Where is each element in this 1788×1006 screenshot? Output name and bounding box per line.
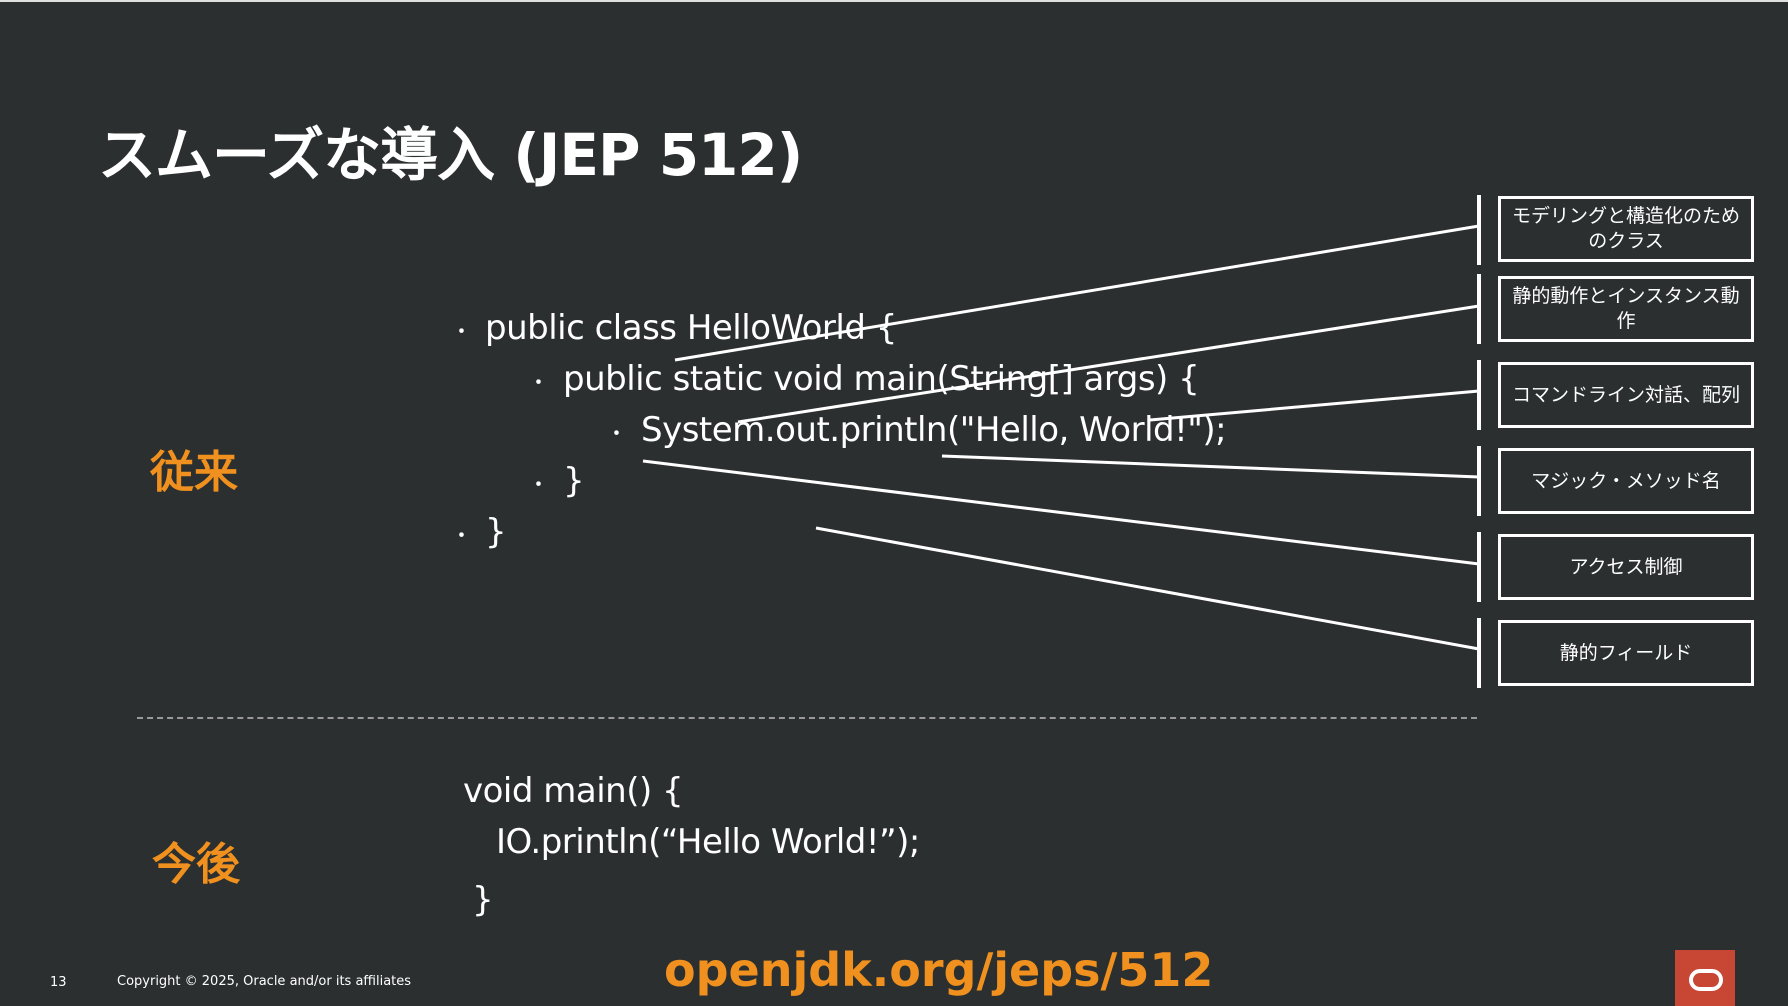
- concept-box-access-control: アクセス制御: [1498, 534, 1754, 600]
- slide-title: スムーズな導入 (JEP 512): [98, 121, 803, 189]
- box-bracket: [1477, 532, 1481, 602]
- code-bullet: ･: [611, 422, 623, 447]
- section-divider: [137, 717, 1477, 719]
- connector-line-magic-method: [941, 454, 1480, 479]
- copyright-text: Copyright © 2025, Oracle and/or its affi…: [117, 974, 412, 989]
- code-line-println: System.out.println("Hello, World!");: [641, 410, 1227, 450]
- section-label-after: 今後: [152, 839, 240, 890]
- concept-box-static-field: 静的フィールド: [1498, 620, 1754, 686]
- box-bracket: [1477, 195, 1481, 265]
- code-bullet: ･: [533, 371, 545, 396]
- box-bracket: [1477, 446, 1481, 516]
- code-bullet: ･: [456, 524, 468, 549]
- code-line-close-method: }: [563, 461, 585, 501]
- connector-line-static-instance: [737, 304, 1480, 424]
- concept-box-classes: モデリングと構造化のためのクラス: [1498, 196, 1754, 262]
- connector-line-access-control: [642, 459, 1480, 566]
- page-number: 13: [50, 975, 67, 990]
- new-code-line-println: IO.println(“Hello World!”);: [496, 822, 920, 862]
- concept-box-magic-method: マジック・メソッド名: [1498, 448, 1754, 514]
- code-line-class: public class HelloWorld {: [485, 308, 897, 348]
- box-bracket: [1477, 360, 1481, 430]
- oracle-logo-icon: [1675, 950, 1735, 1006]
- box-bracket: [1477, 274, 1481, 344]
- oracle-ring-icon: [1689, 969, 1723, 991]
- code-bullet: ･: [533, 473, 545, 498]
- connector-line-static-field: [815, 526, 1480, 651]
- top-border: [0, 0, 1788, 2]
- code-line-close-class: }: [485, 512, 507, 552]
- connector-line-classes: [674, 224, 1480, 362]
- new-code-line-main: void main() {: [463, 771, 684, 811]
- jep-link[interactable]: openjdk.org/jeps/512: [664, 943, 1214, 997]
- code-bullet: ･: [456, 320, 468, 345]
- new-code-line-close: }: [472, 880, 494, 920]
- connector-line-cli-arrays: [1149, 389, 1480, 422]
- concept-box-static-instance: 静的動作とインスタンス動作: [1498, 276, 1754, 342]
- section-label-before: 従来: [150, 447, 238, 498]
- concept-box-cli-arrays: コマンドライン対話、配列: [1498, 362, 1754, 428]
- box-bracket: [1477, 618, 1481, 688]
